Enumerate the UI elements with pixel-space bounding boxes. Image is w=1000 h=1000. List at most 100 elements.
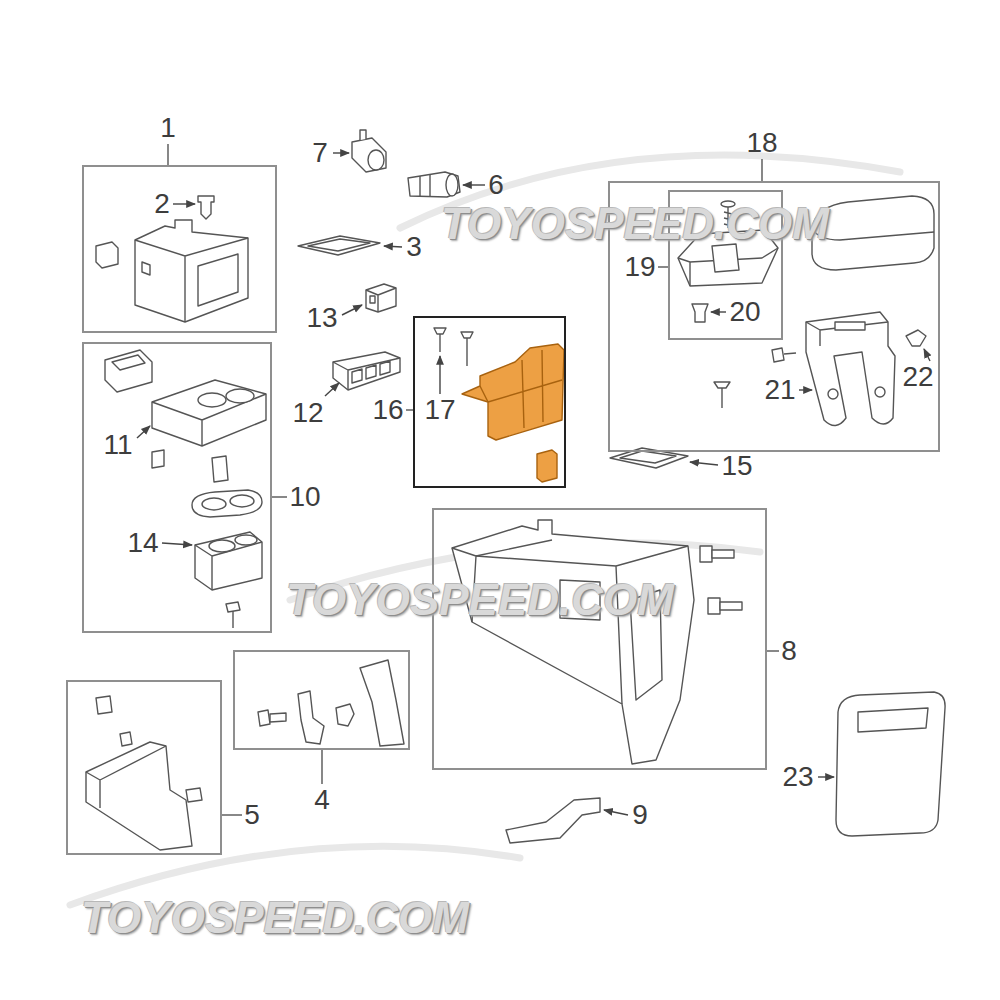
part-drawing (192, 490, 262, 517)
part-drawing (360, 130, 366, 140)
bracket-line (761, 159, 762, 181)
callout-number: 23 (782, 763, 813, 791)
callout-number: 22 (902, 363, 933, 391)
part-drawing (333, 352, 400, 390)
leader-arrow (325, 383, 339, 396)
leader-arrow (342, 305, 362, 315)
bracket-line (658, 266, 668, 267)
part-drawing (298, 236, 380, 255)
part-drawing (420, 175, 430, 196)
part-drawing (298, 691, 324, 744)
part-drawing (439, 334, 440, 352)
part-drawing (212, 456, 228, 482)
part-drawing (700, 546, 712, 562)
callout-number: 6 (488, 171, 504, 199)
part-drawing (434, 328, 446, 334)
part-drawing (692, 304, 708, 322)
part-drawing (360, 660, 404, 746)
part-drawing (858, 708, 928, 732)
part-drawing (226, 389, 254, 403)
part-group-box: 12 (82, 165, 277, 333)
part-drawing (784, 353, 796, 354)
callout-number: 2 (154, 190, 170, 218)
callout-number: 11 (103, 431, 132, 459)
part-drawing (370, 296, 375, 303)
leader-arrow (333, 152, 349, 153)
part-drawing (209, 540, 235, 552)
part-drawing (366, 284, 396, 312)
part-drawing (232, 611, 233, 628)
part-drawing (142, 262, 150, 275)
bracket-line (767, 650, 779, 651)
part-drawing (135, 238, 248, 322)
leader-arrow (604, 810, 628, 815)
part-drawing (906, 330, 926, 346)
part-drawing (366, 288, 396, 312)
part-drawing (708, 598, 720, 614)
callout-number: 3 (406, 233, 422, 261)
part-group-box: 5 (66, 680, 222, 855)
callout-number: 14 (127, 529, 158, 557)
part-drawing (198, 393, 226, 407)
part-drawing (270, 713, 286, 722)
part-drawing (772, 348, 784, 362)
leader-arrow (924, 349, 930, 361)
part-drawing (198, 254, 238, 306)
leader-arrow (818, 776, 834, 777)
part-drawing (202, 498, 226, 510)
part-drawing (806, 312, 895, 426)
part-drawing (836, 692, 945, 836)
bracket-line (167, 144, 168, 165)
callout-number: 21 (764, 376, 795, 404)
part-drawing (96, 242, 118, 268)
leader-arrow (162, 543, 192, 545)
part-drawing (620, 451, 676, 463)
part-drawing (476, 546, 688, 704)
watermark-text: TOYOSPEED.COM (441, 202, 829, 246)
part-drawing (446, 174, 458, 196)
part-group-box: 8 (432, 508, 767, 770)
part-drawing (812, 196, 934, 270)
part-drawing (720, 602, 742, 610)
part-drawing (336, 704, 354, 726)
leader-arrow (439, 356, 440, 394)
part-drawing (712, 244, 739, 272)
callout-number: 10 (289, 483, 320, 511)
part-drawing (714, 382, 730, 388)
callout-number: 19 (624, 253, 655, 281)
part-drawing (86, 742, 192, 850)
leader-arrow (690, 462, 718, 465)
part-drawing (105, 350, 152, 392)
part-drawing (452, 520, 694, 764)
part-drawing (198, 196, 214, 219)
part-group-box: 101114 (82, 342, 272, 633)
part-drawing (96, 696, 112, 714)
part-drawing (352, 361, 390, 383)
callout-number: 1 (160, 114, 176, 142)
callout-number: 5 (244, 801, 260, 829)
part-drawing (461, 332, 473, 338)
callout-number: 17 (424, 396, 455, 424)
part-drawing (120, 732, 132, 746)
part-drawing (112, 355, 145, 370)
part-drawing (195, 532, 262, 590)
part-drawing (226, 602, 240, 612)
callout-number: 18 (746, 129, 777, 157)
part-drawing (506, 798, 600, 843)
watermark-text: TOYOSPEED.COM (286, 578, 674, 622)
part-drawing (308, 239, 370, 251)
part-drawing (186, 788, 202, 802)
part-drawing (828, 389, 838, 399)
part-drawing (230, 495, 254, 507)
part-drawing (408, 172, 460, 197)
part-drawing (806, 322, 888, 346)
part-group-box: 4 (233, 650, 410, 750)
leader-arrow (384, 246, 402, 247)
bracket-line (406, 409, 413, 410)
callout-number: 8 (781, 637, 797, 665)
leader-arrow (137, 153, 930, 815)
bracket-line (321, 750, 322, 784)
leader-arrow (137, 426, 150, 438)
